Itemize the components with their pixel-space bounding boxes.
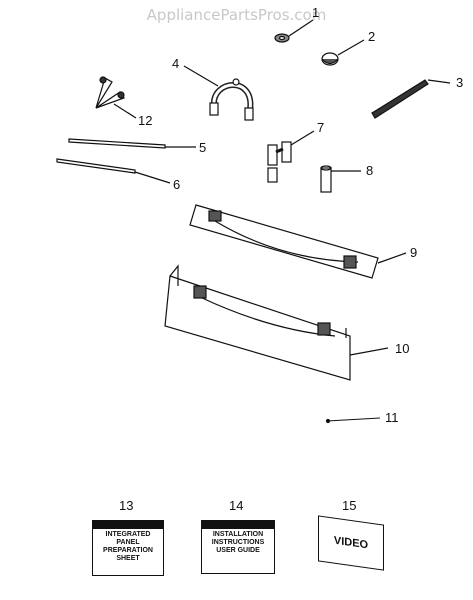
callout-8: 8 bbox=[366, 163, 374, 178]
callout-1: 1 bbox=[312, 5, 320, 20]
doc-installation-instructions: INSTALLATION INSTRUCTIONS USER GUIDE bbox=[201, 520, 275, 574]
doc-14-text: INSTALLATION INSTRUCTIONS USER GUIDE bbox=[211, 531, 265, 554]
callout-7: 7 bbox=[317, 120, 325, 135]
callout-5: 5 bbox=[199, 140, 207, 155]
doc-integrated-panel-sheet: INTEGRATED PANEL PREPARATION SHEET bbox=[92, 520, 164, 576]
part-6-rail bbox=[56, 158, 171, 184]
watermark: AppliancePartsPros.com bbox=[146, 6, 327, 24]
callout-13: 13 bbox=[119, 498, 134, 513]
callout-12: 12 bbox=[138, 113, 153, 128]
callout-9: 9 bbox=[410, 245, 418, 260]
part-1-washer bbox=[274, 19, 314, 43]
doc-15-text: VIDEO bbox=[333, 534, 369, 552]
part-5-rail bbox=[68, 138, 196, 149]
part-3-strip bbox=[371, 79, 451, 119]
part-8-elbow bbox=[320, 165, 361, 193]
part-11-screw bbox=[325, 417, 381, 424]
part-9-bracket bbox=[189, 204, 407, 279]
doc-13-text: INTEGRATED PANEL PREPARATION SHEET bbox=[103, 531, 153, 562]
doc-13-band bbox=[93, 521, 163, 529]
callout-3: 3 bbox=[456, 75, 464, 90]
callout-10: 10 bbox=[395, 341, 410, 356]
callout-15: 15 bbox=[342, 498, 357, 513]
part-2-clamp bbox=[321, 39, 365, 66]
callout-4: 4 bbox=[172, 56, 180, 71]
part-12-tool bbox=[95, 76, 137, 119]
doc-video: VIDEO bbox=[318, 515, 384, 571]
part-7-tee bbox=[267, 130, 315, 183]
part-10-panel bbox=[164, 264, 389, 381]
callout-11: 11 bbox=[385, 410, 399, 425]
doc-14-band bbox=[202, 521, 274, 529]
callout-14: 14 bbox=[229, 498, 244, 513]
callout-2: 2 bbox=[368, 29, 376, 44]
part-4-u-hose bbox=[183, 65, 254, 121]
callout-6: 6 bbox=[173, 177, 181, 192]
